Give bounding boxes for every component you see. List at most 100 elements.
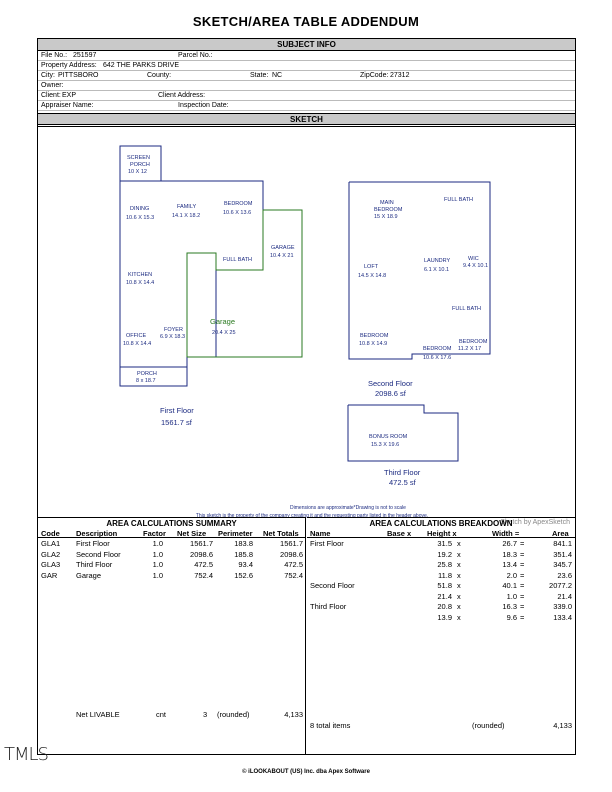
summary-cell: 472.5 <box>284 560 303 569</box>
summary-cell: Second Floor <box>76 549 121 559</box>
owner-label: Owner: <box>41 82 64 89</box>
net-livable-value: 4,133 <box>284 710 303 719</box>
subject-info-header: SUBJECT INFO <box>38 39 575 51</box>
page-title: SKETCH/AREA TABLE ADDENDUM <box>192 14 420 29</box>
breakdown-cell: x <box>457 539 461 548</box>
breakdown-cell: 26.7 <box>502 539 517 548</box>
breakdown-cell: = <box>520 602 525 611</box>
sketch-note-property: This sketch is the property of the compa… <box>196 513 428 519</box>
breakdown-cell: 16.3 <box>502 602 517 611</box>
subject-row-client: Client: EXP Client Address: <box>38 91 575 101</box>
breakdown-cell: 19.2 <box>437 549 452 559</box>
breakdown-cell: First Floor <box>310 539 344 548</box>
summary-cell: 1.0 <box>152 539 163 548</box>
breakdown-cell: 133.4 <box>553 612 572 622</box>
breakdown-cell: 13.4 <box>502 560 517 569</box>
summary-column-headers: Code Description Factor Net Size Perimet… <box>38 529 305 538</box>
city-value: PITTSBORO <box>58 72 99 79</box>
summary-cell: 152.6 <box>234 570 253 580</box>
breakdown-cell: 345.7 <box>553 560 572 569</box>
footer-copyright: © iLOOKABOUT (US) Inc. dba Apex Software <box>242 769 370 775</box>
breakdown-cell: x <box>457 570 461 580</box>
summary-cell: 183.8 <box>234 539 253 548</box>
summary-col-code: Code <box>41 529 60 538</box>
breakdown-col-base: Base x <box>387 529 412 538</box>
breakdown-cell: Second Floor <box>310 581 355 590</box>
breakdown-cell: 51.8 <box>437 581 452 590</box>
full-bath1-label: FULL BATH <box>223 257 252 263</box>
breakdown-cell: x <box>457 560 461 569</box>
porch-outline <box>119 366 188 387</box>
breakdown-cell: = <box>520 570 525 580</box>
breakdown-cell: 2077.2 <box>549 581 572 590</box>
full-bath2-label: FULL BATH <box>444 197 473 203</box>
summary-cell: GLA2 <box>41 549 61 559</box>
summary-cell: 1.0 <box>152 560 163 569</box>
summary-col-net-totals: Net Totals <box>263 529 299 538</box>
file-no-value: 251597 <box>73 52 97 59</box>
breakdown-cell: 31.5 <box>437 539 452 548</box>
tmls-watermark: TMLS <box>4 744 49 765</box>
breakdown-cell: 11.8 <box>437 570 452 580</box>
breakdown-cell: 351.4 <box>553 549 572 559</box>
full-bath3-label: FULL BATH <box>452 306 481 312</box>
breakdown-cell: x <box>457 612 461 622</box>
breakdown-cell: = <box>520 539 525 548</box>
summary-cell: 1.0 <box>152 570 163 580</box>
summary-col-description: Description <box>76 529 118 538</box>
breakdown-cell: = <box>520 591 525 601</box>
third-floor-outline <box>347 404 459 462</box>
breakdown-cell: 2.0 <box>506 570 517 580</box>
breakdown-cell: 1.0 <box>506 591 517 601</box>
summary-cell: First Floor <box>76 539 110 548</box>
breakdown-total-value: 4,133 <box>553 721 572 730</box>
summary-cell: 185.8 <box>234 549 253 559</box>
sketch-credit: Sketch by ApexSketch <box>500 519 570 526</box>
breakdown-header: AREA CALCULATIONS BREAKDOWN <box>369 519 513 528</box>
breakdown-cell: 9.6 <box>506 612 517 622</box>
breakdown-cell: = <box>520 549 525 559</box>
parcel-label: Parcel No.: <box>178 52 213 59</box>
zip-value: 27312 <box>390 72 410 79</box>
sketch-header: SKETCH <box>38 113 575 125</box>
breakdown-col-name: Name <box>310 529 331 538</box>
breakdown-cell: = <box>520 581 525 590</box>
subject-row-address: Property Address: 642 THE PARKS DRIVE <box>38 61 575 71</box>
breakdown-col-width: Width = <box>492 529 520 538</box>
subject-row-file: File No.: 251597 Parcel No.: <box>38 51 575 61</box>
summary-cell: 93.4 <box>238 560 253 569</box>
summary-cell: 472.5 <box>194 560 213 569</box>
breakdown-cell: 339.0 <box>553 602 572 611</box>
addendum-frame: SUBJECT INFO File No.: 251597 Parcel No.… <box>37 38 576 755</box>
second-floor-outline <box>348 181 491 360</box>
summary-cell: 752.4 <box>194 570 213 580</box>
summary-cell: 1.0 <box>152 549 163 559</box>
breakdown-cell: 20.8 <box>437 602 452 611</box>
